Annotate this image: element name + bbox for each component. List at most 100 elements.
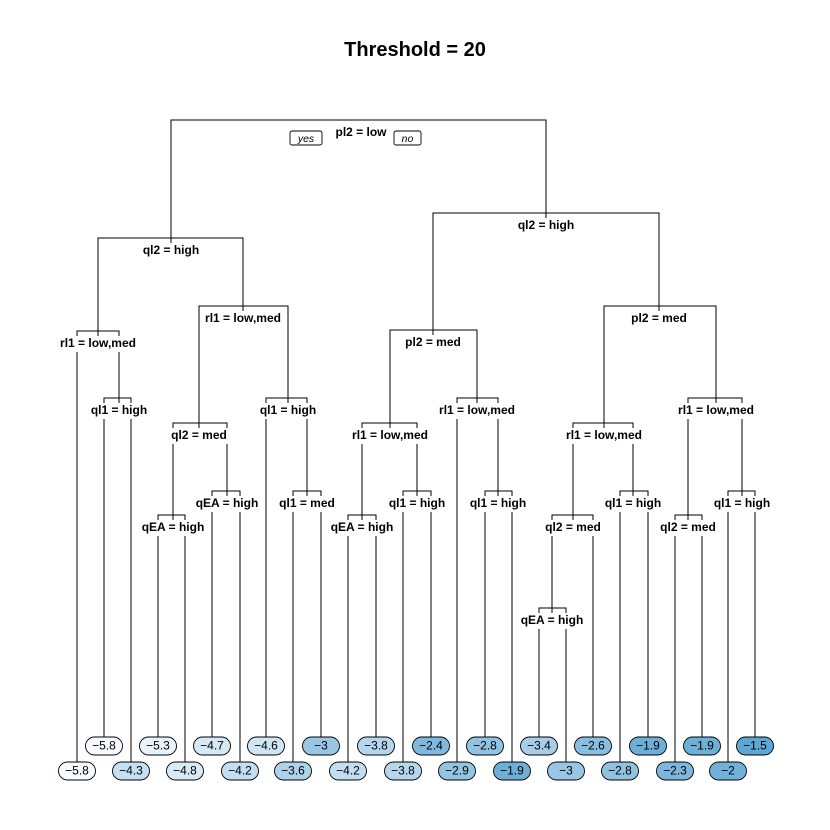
- split-label-bg: [656, 520, 720, 536]
- leaf-value: −2.6: [581, 739, 605, 753]
- leaf-box: [221, 761, 259, 781]
- leaf-box: [438, 761, 476, 781]
- split-label: qEA = high: [142, 520, 205, 534]
- leaf-value: −2.3: [663, 764, 687, 778]
- leaf-node: −4.6: [247, 736, 285, 756]
- leaf-value: −3.6: [281, 764, 305, 778]
- split-label: ql1 = high: [605, 496, 661, 510]
- split-label: rl1 = low,med: [566, 428, 642, 442]
- split-node: rl1 = low,med: [435, 403, 519, 419]
- branch-yes-box: [289, 130, 323, 146]
- tree-edge: [361, 422, 418, 524]
- leaf-value: −5.8: [92, 739, 116, 753]
- split-label-bg: [331, 125, 391, 141]
- leaf-box: [574, 736, 612, 756]
- leaf-box: [274, 761, 312, 781]
- leaf-node: −3.6: [274, 761, 312, 781]
- split-node: ql2 = med: [656, 520, 720, 536]
- tree-edge: [484, 490, 513, 762]
- leaf-node: −4.8: [166, 761, 204, 781]
- leaf-value: −5.8: [65, 764, 89, 778]
- tree-edge: [603, 305, 717, 432]
- leaf-node: −1.9: [629, 736, 667, 756]
- leaf-value: −2.8: [608, 764, 632, 778]
- split-node: ql2 = high: [138, 243, 204, 259]
- leaf-node: −2.9: [438, 761, 476, 781]
- split-node: ql1 = high: [255, 403, 321, 419]
- split-label: rl1 = low,med: [205, 311, 281, 325]
- split-label-bg: [384, 496, 450, 512]
- split-label-bg: [201, 311, 285, 327]
- split-node: ql1 = high: [465, 496, 531, 512]
- leaf-value: −4.3: [119, 764, 143, 778]
- leaf-box: [656, 761, 694, 781]
- leaf-node: −2.3: [656, 761, 694, 781]
- leaf-node: −2: [709, 761, 747, 781]
- leaf-value: −5.3: [146, 739, 170, 753]
- leaf-node: −4.7: [193, 736, 231, 756]
- leaf-node: −4.2: [221, 761, 259, 781]
- leaf-node: −5.3: [139, 736, 177, 756]
- split-label-bg: [513, 218, 579, 234]
- leaf-box: [302, 736, 340, 756]
- tree-edge: [97, 237, 244, 340]
- leaf-box: [709, 761, 747, 781]
- split-label: ql1 = high: [91, 403, 147, 417]
- tree-edge: [389, 329, 478, 432]
- split-label: qEA = high: [196, 496, 259, 510]
- leaf-value: −1.9: [500, 764, 524, 778]
- split-node: ql1 = high: [709, 496, 775, 512]
- tree-edge: [265, 397, 308, 737]
- page-title: Threshold = 20: [344, 39, 486, 61]
- split-label-bg: [137, 520, 209, 536]
- split-label-bg: [516, 613, 588, 629]
- split-label-bg: [465, 496, 531, 512]
- tree-edge: [551, 514, 594, 737]
- leaf-value: −1.5: [743, 739, 767, 753]
- tree-edge: [172, 422, 228, 524]
- tree-edge: [292, 490, 322, 762]
- split-node: rl1 = low,med: [348, 428, 432, 444]
- split-label-bg: [541, 520, 605, 536]
- tree-edge: [198, 305, 289, 432]
- split-label: ql1 = high: [389, 496, 445, 510]
- tree-edge: [211, 490, 241, 762]
- split-label: ql2 = med: [660, 520, 716, 534]
- tree-edge: [157, 514, 186, 762]
- leaf-value: −2.4: [419, 739, 443, 753]
- split-label-bg: [674, 403, 758, 419]
- split-label-bg: [600, 496, 666, 512]
- split-node: qEA = high: [191, 496, 263, 512]
- split-label: pl2 = med: [631, 311, 687, 325]
- split-label: pl2 = low: [335, 125, 387, 139]
- split-node: rl1 = low,med: [201, 311, 285, 327]
- leaf-value: −2: [721, 764, 735, 778]
- split-node: pl2 = med: [627, 311, 691, 327]
- split-label-bg: [709, 496, 775, 512]
- leaf-box: [329, 761, 367, 781]
- split-node: qEA = high: [137, 520, 209, 536]
- split-label: ql1 = high: [470, 496, 526, 510]
- leaf-node: −2.8: [466, 736, 504, 756]
- split-label: ql2 = high: [143, 243, 199, 257]
- leaf-value: −2.8: [473, 739, 497, 753]
- split-label-bg: [138, 243, 204, 259]
- split-node: ql2 = high: [513, 218, 579, 234]
- leaf-node: −3: [302, 736, 340, 756]
- leaf-box: [193, 736, 231, 756]
- split-node: ql1 = high: [600, 496, 666, 512]
- split-node: rl1 = low,med: [674, 403, 758, 419]
- leaf-value: −3.8: [364, 739, 388, 753]
- leaf-node: −2.4: [412, 736, 450, 756]
- leaf-value: −1.9: [636, 739, 660, 753]
- tree-edge: [674, 514, 703, 762]
- tree-edge: [76, 330, 120, 762]
- split-node: ql1 = high: [384, 496, 450, 512]
- branch-yes: yes: [289, 130, 323, 146]
- leaf-box: [547, 761, 585, 781]
- split-node: pl2 = med: [401, 335, 465, 351]
- split-label-bg: [562, 428, 646, 444]
- leaf-value: −3: [314, 739, 328, 753]
- branch-yes-label: yes: [297, 133, 315, 145]
